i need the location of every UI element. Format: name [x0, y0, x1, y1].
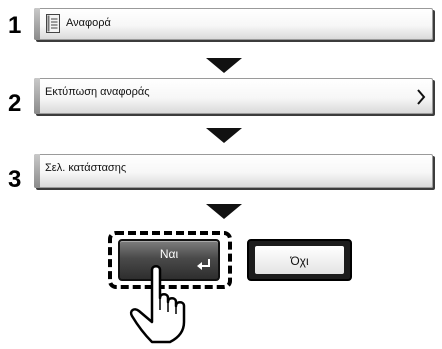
no-button-label: Όχι — [290, 254, 309, 268]
enter-icon — [197, 259, 211, 274]
menu-item-label: Εκτύπωση αναφοράς — [45, 86, 150, 98]
yes-button-label: Ναι — [159, 247, 179, 261]
arrow-down-icon — [206, 58, 242, 73]
highlight-frame — [108, 231, 232, 289]
step-number-1: 1 — [8, 12, 22, 39]
arrow-down-icon — [206, 128, 242, 143]
no-button-face: Όχι — [255, 246, 344, 274]
arrow-down-icon — [206, 204, 242, 219]
menu-item-label: Αναφορά — [66, 17, 111, 29]
menu-item-label: Σελ. κατάστασης — [45, 162, 127, 174]
no-button[interactable]: Όχι — [247, 239, 352, 281]
pointing-hand-icon — [122, 264, 212, 349]
chevron-right-icon — [416, 89, 426, 110]
menu-item-print-report[interactable]: Εκτύπωση αναφοράς — [34, 78, 433, 114]
step-number-3: 3 — [8, 166, 22, 193]
yes-button[interactable]: Ναι — [118, 239, 220, 281]
menu-item-report[interactable]: Αναφορά — [34, 8, 433, 40]
document-icon — [46, 14, 60, 38]
menu-item-status-page[interactable]: Σελ. κατάστασης — [34, 154, 433, 188]
step-number-2: 2 — [8, 90, 22, 117]
